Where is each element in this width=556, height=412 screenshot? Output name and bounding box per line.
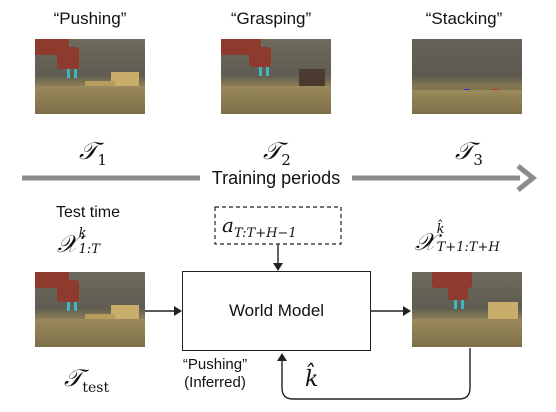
action-label: aT:T+H−1: [222, 213, 297, 241]
task-3-symbol: 𝒯3: [455, 137, 483, 169]
test-time-heading: Test time: [55, 204, 120, 221]
training-periods-label: Training periods: [211, 168, 341, 188]
world-model-box: World Model: [182, 271, 371, 351]
task-1-symbol: 𝒯1: [79, 137, 107, 169]
inferred-k-hat: k̂: [305, 367, 319, 392]
test-input-image: [35, 272, 145, 347]
task-2-image: [221, 39, 331, 114]
task-3-image: [412, 39, 522, 114]
task-3-title: “Stacking”: [425, 9, 503, 28]
inferred-note: (Inferred): [184, 374, 246, 391]
output-image: [412, 272, 522, 347]
task-1-image: [35, 39, 145, 114]
timeline-arrowhead: [516, 164, 538, 192]
task-2-title: “Grasping”: [230, 9, 312, 28]
task-1-title: “Pushing”: [53, 9, 127, 28]
inferred-task-label: “Pushing”: [182, 356, 248, 373]
test-task-symbol: 𝒯test: [64, 364, 110, 396]
world-model-label: World Model: [228, 301, 325, 320]
task-2-symbol: 𝒯2: [263, 137, 291, 169]
